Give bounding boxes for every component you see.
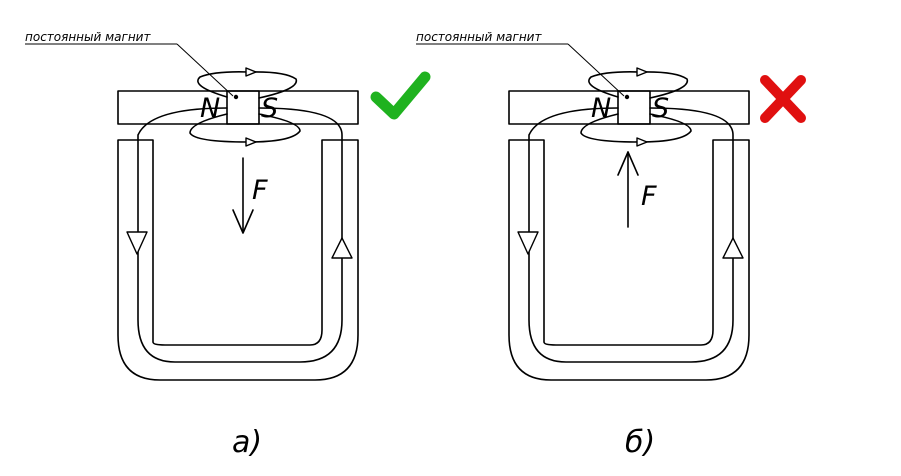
permanent-magnet: [617, 90, 651, 125]
force-label: F: [641, 181, 657, 212]
flux-arrow-top: [245, 67, 257, 77]
label-leader-line: [176, 43, 234, 97]
force-label: F: [252, 175, 268, 206]
flux-arrow-bottom: [636, 137, 648, 147]
magnet-label: постоянный магнит: [25, 30, 151, 44]
check-icon: [370, 71, 431, 120]
magnet-label: постоянный магнит: [416, 30, 542, 44]
permanent-magnet: [226, 90, 260, 125]
caption-b: б): [625, 425, 655, 460]
flux-arrow-left: [517, 231, 539, 255]
caption-a: а): [232, 425, 262, 460]
panel-b: постоянный магнит N S F б): [416, 30, 806, 460]
force-arrowhead: [232, 209, 254, 234]
cross-icon: [760, 75, 806, 123]
leader-dot: [233, 94, 239, 100]
flux-arrow-bottom: [245, 137, 257, 147]
flux-path-large: [137, 107, 343, 363]
force-arrowhead: [617, 151, 639, 176]
flux-path-large: [528, 107, 734, 363]
horseshoe-core: [508, 139, 750, 381]
leader-dot: [624, 94, 630, 100]
flux-arrow-right: [722, 237, 744, 259]
label-leader-line: [567, 43, 625, 97]
flux-arrow-left: [126, 231, 148, 255]
flux-arrow-right: [331, 237, 353, 259]
horseshoe-core: [117, 139, 359, 381]
flux-arrow-top: [636, 67, 648, 77]
panel-a: постоянный магнит N S F а): [25, 30, 431, 460]
